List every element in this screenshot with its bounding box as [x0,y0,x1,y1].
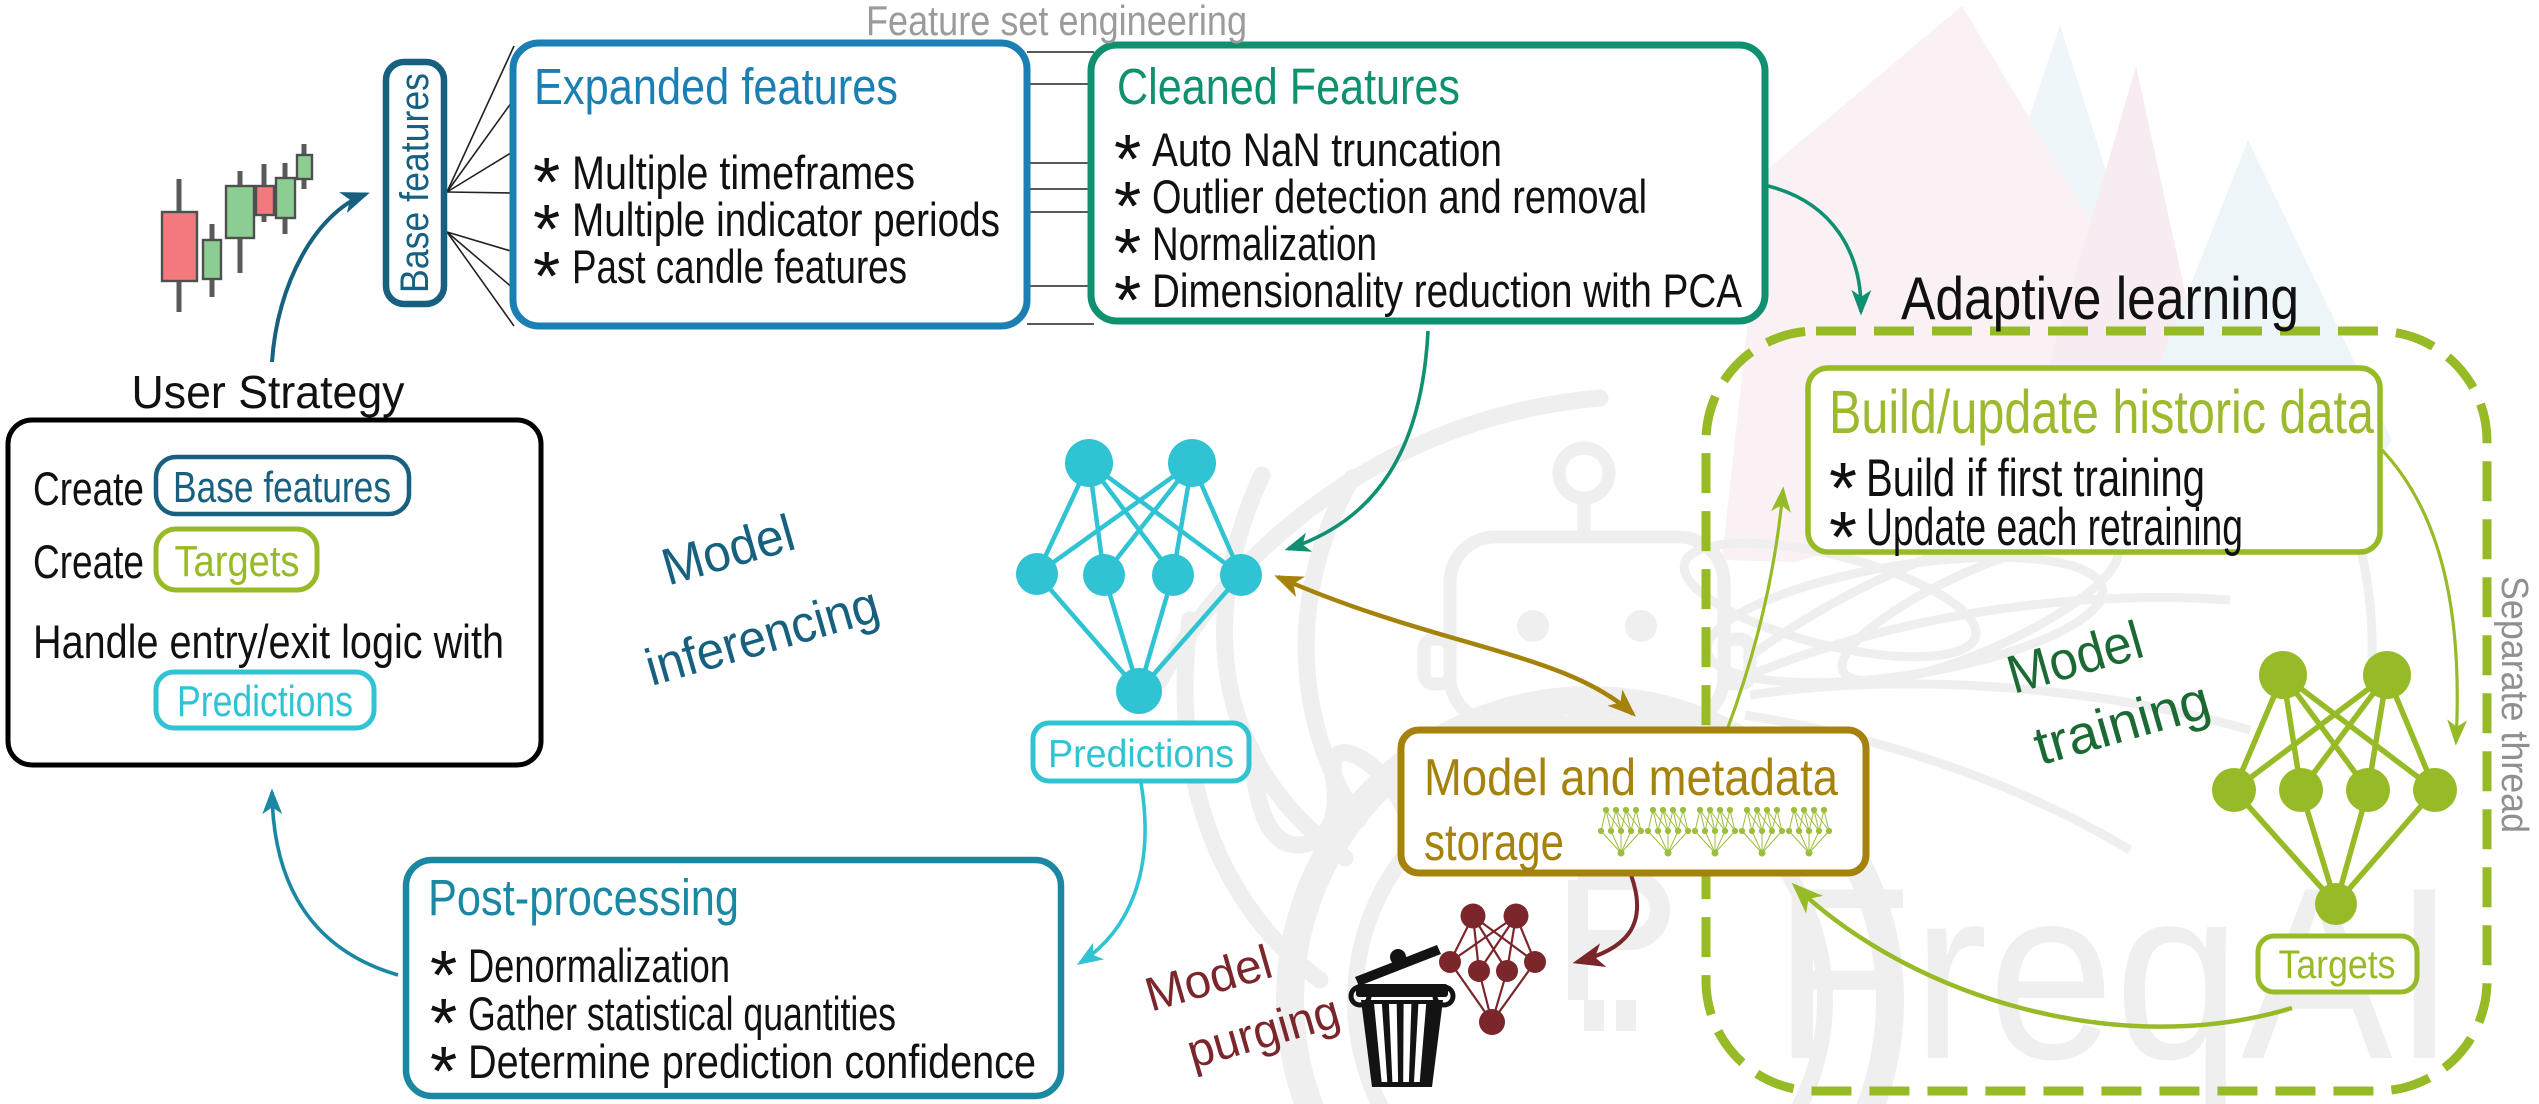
svg-text:Post-processing: Post-processing [428,869,739,926]
svg-text:*: * [1829,449,1857,529]
svg-text:storage: storage [1424,814,1564,872]
svg-text:Gather statistical quantities: Gather statistical quantities [468,987,896,1040]
svg-text:Separate thread: Separate thread [2493,576,2535,833]
svg-text:*: * [1114,214,1141,292]
svg-text:Auto NaN truncation: Auto NaN truncation [1152,123,1502,176]
svg-text:Denormalization: Denormalization [468,939,730,992]
svg-text:Targets: Targets [175,537,300,586]
svg-text:Create: Create [33,462,144,515]
svg-text:Past candle features: Past candle features [572,240,907,293]
svg-text:*: * [533,143,560,221]
svg-text:Predictions: Predictions [177,677,353,726]
svg-text:*: * [533,190,560,268]
svg-text:*: * [533,237,560,315]
svg-text:Multiple indicator periods: Multiple indicator periods [572,193,1000,246]
svg-text:*: * [1114,167,1141,245]
svg-text:Build if first training: Build if first training [1866,449,2205,508]
svg-text:Handle entry/exit logic with: Handle entry/exit logic with [33,615,504,668]
svg-text:Model: Model [655,504,801,597]
svg-text:Outlier detection and removal: Outlier detection and removal [1152,170,1647,223]
svg-text:Update each retraining: Update each retraining [1866,498,2243,557]
svg-text:Determine prediction confidenc: Determine prediction confidence [468,1035,1036,1088]
svg-text:Targets: Targets [2279,943,2396,987]
svg-text:Base features: Base features [393,73,437,293]
svg-text:*: * [1114,120,1141,198]
svg-text:*: * [430,1032,457,1104]
svg-text:Normalization: Normalization [1152,217,1377,270]
svg-text:Dimensionality reduction with: Dimensionality reduction with PCA [1152,264,1743,317]
svg-text:Create: Create [33,535,144,588]
svg-text:Cleaned Features: Cleaned Features [1117,58,1460,115]
svg-text:Feature set engineering: Feature set engineering [866,0,1247,44]
svg-text:Multiple timeframes: Multiple timeframes [572,146,915,199]
svg-text:Build/update historic data: Build/update historic data [1829,378,2374,446]
svg-text:Predictions: Predictions [1048,733,1234,776]
svg-text:*: * [430,984,457,1062]
svg-text:Model and metadata: Model and metadata [1424,749,1838,807]
svg-text:Expanded features: Expanded features [534,58,898,115]
svg-text:Adaptive learning: Adaptive learning [1901,265,2299,332]
svg-text:User Strategy: User Strategy [132,366,405,418]
svg-text:*: * [1829,498,1857,578]
svg-text:*: * [1114,261,1141,339]
svg-text:*: * [430,936,457,1014]
svg-text:Base features: Base features [173,463,391,512]
